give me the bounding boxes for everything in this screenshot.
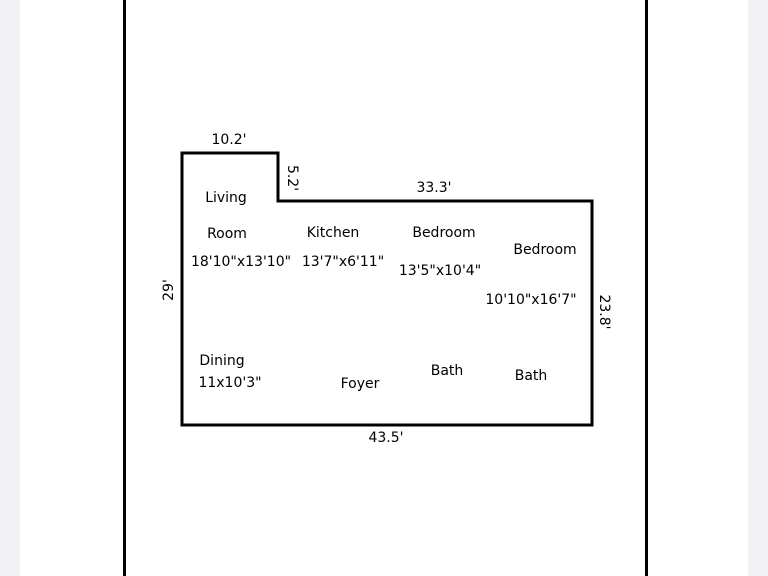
room-living-size: 18'10"x13'10" (190, 254, 292, 270)
room-bedroom-1-size: 13'5"x10'4" (398, 263, 482, 279)
dimension-top-right: 33.3' (416, 180, 452, 196)
room-bath-2-label: Bath (514, 368, 548, 384)
frame-left-line (123, 0, 126, 576)
room-bedroom-2-size: 10'10"x16'7" (485, 292, 577, 308)
room-foyer-label: Foyer (340, 376, 380, 392)
dimension-top-left: 10.2' (211, 132, 247, 148)
room-bedroom-2-label: Bedroom (513, 242, 577, 258)
room-kitchen-label: Kitchen (306, 225, 360, 241)
floor-plan-outline (180, 151, 594, 427)
room-dining-size: 11x10'3" (198, 375, 262, 391)
page-sheet (20, 0, 748, 576)
dimension-left: 29' (161, 279, 177, 301)
dimension-notch: 5.2' (284, 164, 300, 192)
room-bath-1-label: Bath (430, 363, 464, 379)
dimension-right: 23.8' (596, 294, 612, 330)
room-dining-label: Dining (199, 353, 245, 369)
room-bedroom-1-label: Bedroom (412, 225, 476, 241)
room-living-label-2: Room (207, 226, 247, 242)
room-kitchen-size: 13'7"x6'11" (301, 254, 385, 270)
frame-right-line (645, 0, 648, 576)
room-living-label: Living (205, 190, 247, 206)
dimension-bottom: 43.5' (368, 430, 404, 446)
